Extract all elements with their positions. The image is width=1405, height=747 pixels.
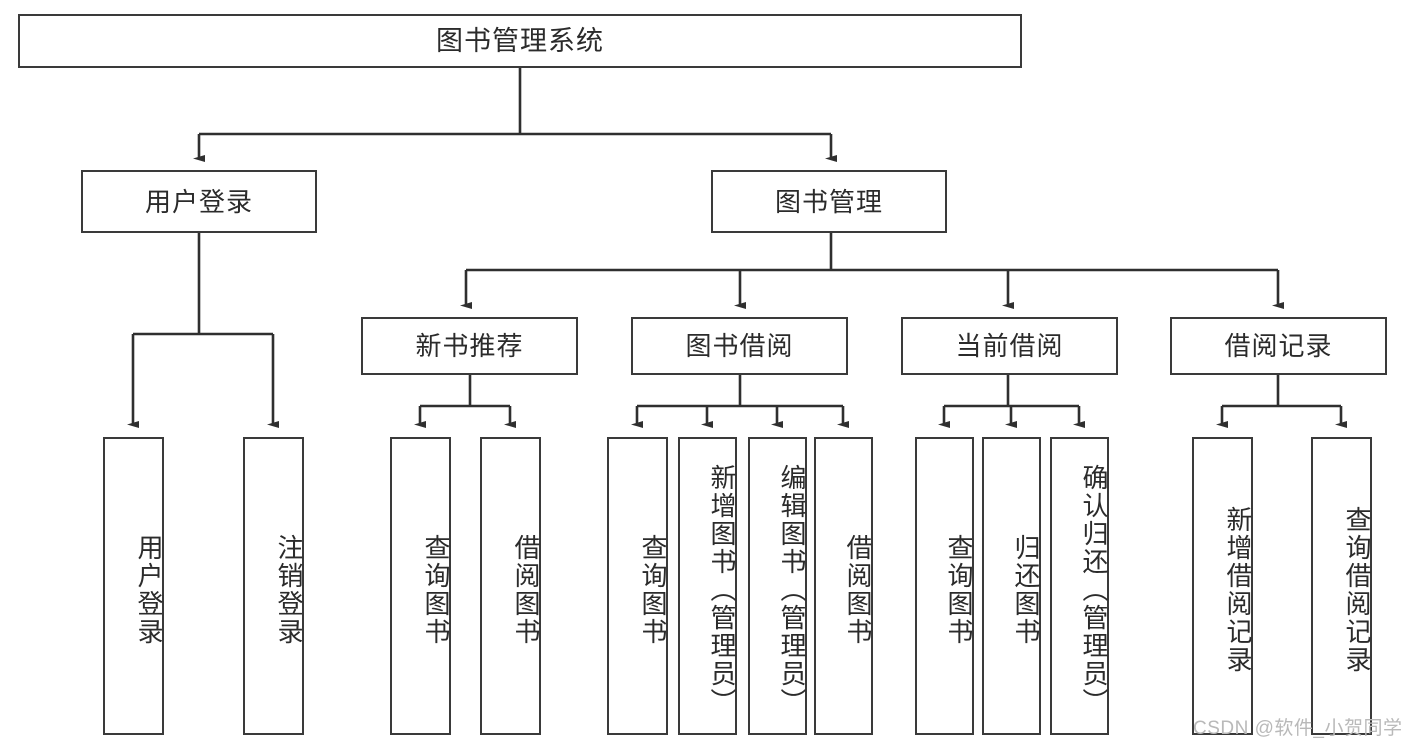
- leaf-query-book-borrow-label: 查询图书: [638, 534, 668, 646]
- node-book-management-label: 图书管理: [774, 186, 883, 217]
- node-new-book-recommendation[interactable]: 新书推荐: [361, 317, 578, 375]
- leaf-query-book-current-label: 查询图书: [944, 534, 974, 646]
- node-current-borrow-label: 当前借阅: [955, 331, 1064, 361]
- leaf-borrow-book-label: 借阅图书: [843, 534, 873, 646]
- leaf-logout-label: 注销登录: [274, 534, 304, 646]
- leaf-query-borrow-record[interactable]: 查询借阅记录: [1311, 437, 1372, 735]
- node-root[interactable]: 图书管理系统: [18, 14, 1022, 68]
- leaf-confirm-return-admin[interactable]: 确认归还（管理员）: [1050, 437, 1109, 735]
- leaf-edit-book-admin-label: 编辑图书（管理员）: [777, 464, 807, 716]
- node-book-management[interactable]: 图书管理: [711, 170, 947, 233]
- leaf-return-book[interactable]: 归还图书: [982, 437, 1041, 735]
- leaf-confirm-return-admin-label: 确认归还（管理员）: [1079, 464, 1109, 716]
- node-current-borrow[interactable]: 当前借阅: [901, 317, 1118, 375]
- leaf-add-book-admin-label: 新增图书（管理员）: [707, 464, 737, 716]
- leaf-add-borrow-record[interactable]: 新增借阅记录: [1192, 437, 1253, 735]
- leaf-borrow-book-recommend[interactable]: 借阅图书: [480, 437, 541, 735]
- node-borrow-record-label: 借阅记录: [1224, 331, 1333, 361]
- leaf-query-book-current[interactable]: 查询图书: [915, 437, 974, 735]
- leaf-borrow-book-recommend-label: 借阅图书: [511, 534, 541, 646]
- node-book-borrow-label: 图书借阅: [685, 331, 794, 361]
- node-user-login-label: 用户登录: [144, 186, 253, 217]
- leaf-return-book-label: 归还图书: [1011, 534, 1041, 646]
- node-book-borrow[interactable]: 图书借阅: [631, 317, 848, 375]
- node-borrow-record[interactable]: 借阅记录: [1170, 317, 1387, 375]
- leaf-borrow-book[interactable]: 借阅图书: [814, 437, 873, 735]
- leaf-query-book-borrow[interactable]: 查询图书: [607, 437, 668, 735]
- leaf-logout[interactable]: 注销登录: [243, 437, 304, 735]
- leaf-query-borrow-record-label: 查询借阅记录: [1342, 506, 1372, 674]
- leaf-user-login[interactable]: 用户登录: [103, 437, 164, 735]
- leaf-add-book-admin[interactable]: 新增图书（管理员）: [678, 437, 737, 735]
- node-new-book-recommendation-label: 新书推荐: [415, 331, 524, 361]
- leaf-query-book-recommend-label: 查询图书: [421, 534, 451, 646]
- node-root-label: 图书管理系统: [436, 25, 604, 56]
- leaf-add-borrow-record-label: 新增借阅记录: [1223, 506, 1253, 674]
- leaf-query-book-recommend[interactable]: 查询图书: [390, 437, 451, 735]
- watermark: CSDN @软件_小贺同学: [1193, 718, 1403, 739]
- leaf-edit-book-admin[interactable]: 编辑图书（管理员）: [748, 437, 807, 735]
- node-user-login[interactable]: 用户登录: [81, 170, 317, 233]
- leaf-user-login-label: 用户登录: [134, 534, 164, 646]
